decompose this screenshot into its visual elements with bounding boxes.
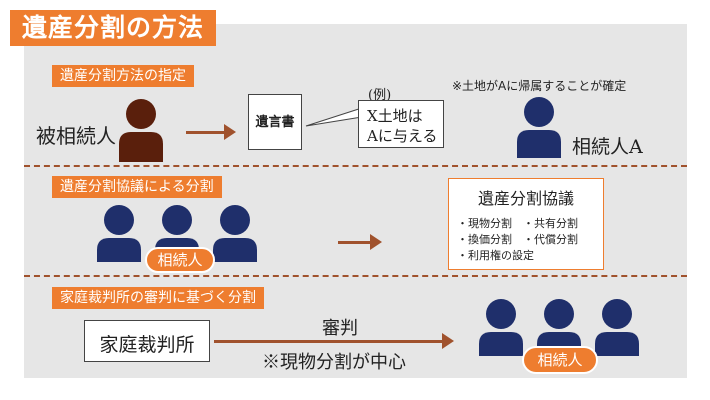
section-label-agreement: 遺産分割協議による分割 — [52, 176, 222, 198]
method-line-2: ・換価分割 ・代償分割 — [457, 233, 578, 246]
will-label: 遺言書 — [255, 115, 295, 130]
section-label-court: 家庭裁判所の審判に基づく分割 — [52, 287, 264, 309]
divider-1 — [24, 165, 687, 167]
method-line-1: ・現物分割 ・共有分割 — [457, 217, 578, 230]
section-label-designation: 遺産分割方法の指定 — [52, 65, 194, 87]
decedent-person-icon — [119, 99, 163, 162]
divider-2 — [24, 275, 687, 277]
arrow-to-will — [186, 131, 226, 134]
arrow-to-heirs-head — [442, 333, 454, 349]
heirs-badge: 相続人 — [145, 247, 215, 273]
arrow-to-agreement — [338, 241, 372, 244]
agreement-box: 遺産分割協議 ・現物分割 ・共有分割 ・換価分割 ・代償分割 ・利用権の設定 — [448, 178, 604, 270]
judgment-label: 審判 — [322, 318, 358, 339]
family-court-label: 家庭裁判所 — [99, 334, 195, 356]
page-title: 遺産分割の方法 — [10, 10, 217, 46]
will-document: 遺言書 — [248, 94, 302, 150]
speech-bubble-tail — [305, 105, 369, 127]
arrow-to-agreement-head — [370, 234, 382, 250]
example-prefix: (例) — [368, 88, 392, 103]
designation-note: ※土地がAに帰属することが確定 — [452, 79, 627, 93]
family-court-box: 家庭裁判所 — [84, 320, 210, 362]
heirs-badge-court: 相続人 — [522, 346, 598, 374]
speech-bubble: X土地は Aに与える — [358, 100, 444, 148]
decedent-label: 被相続人 — [36, 124, 116, 148]
heir-a-person-icon — [517, 97, 561, 158]
arrow-to-heirs — [214, 340, 444, 343]
agreement-box-title: 遺産分割協議 — [477, 189, 574, 208]
bubble-line-1: X土地は — [367, 107, 423, 125]
court-note: ※現物分割が中心 — [262, 352, 406, 373]
arrow-to-will-head — [224, 124, 236, 140]
method-line-3: ・利用権の設定 — [457, 249, 534, 262]
heir-a-label: 相続人A — [572, 136, 643, 158]
bubble-line-2: Aに与える — [367, 127, 438, 145]
